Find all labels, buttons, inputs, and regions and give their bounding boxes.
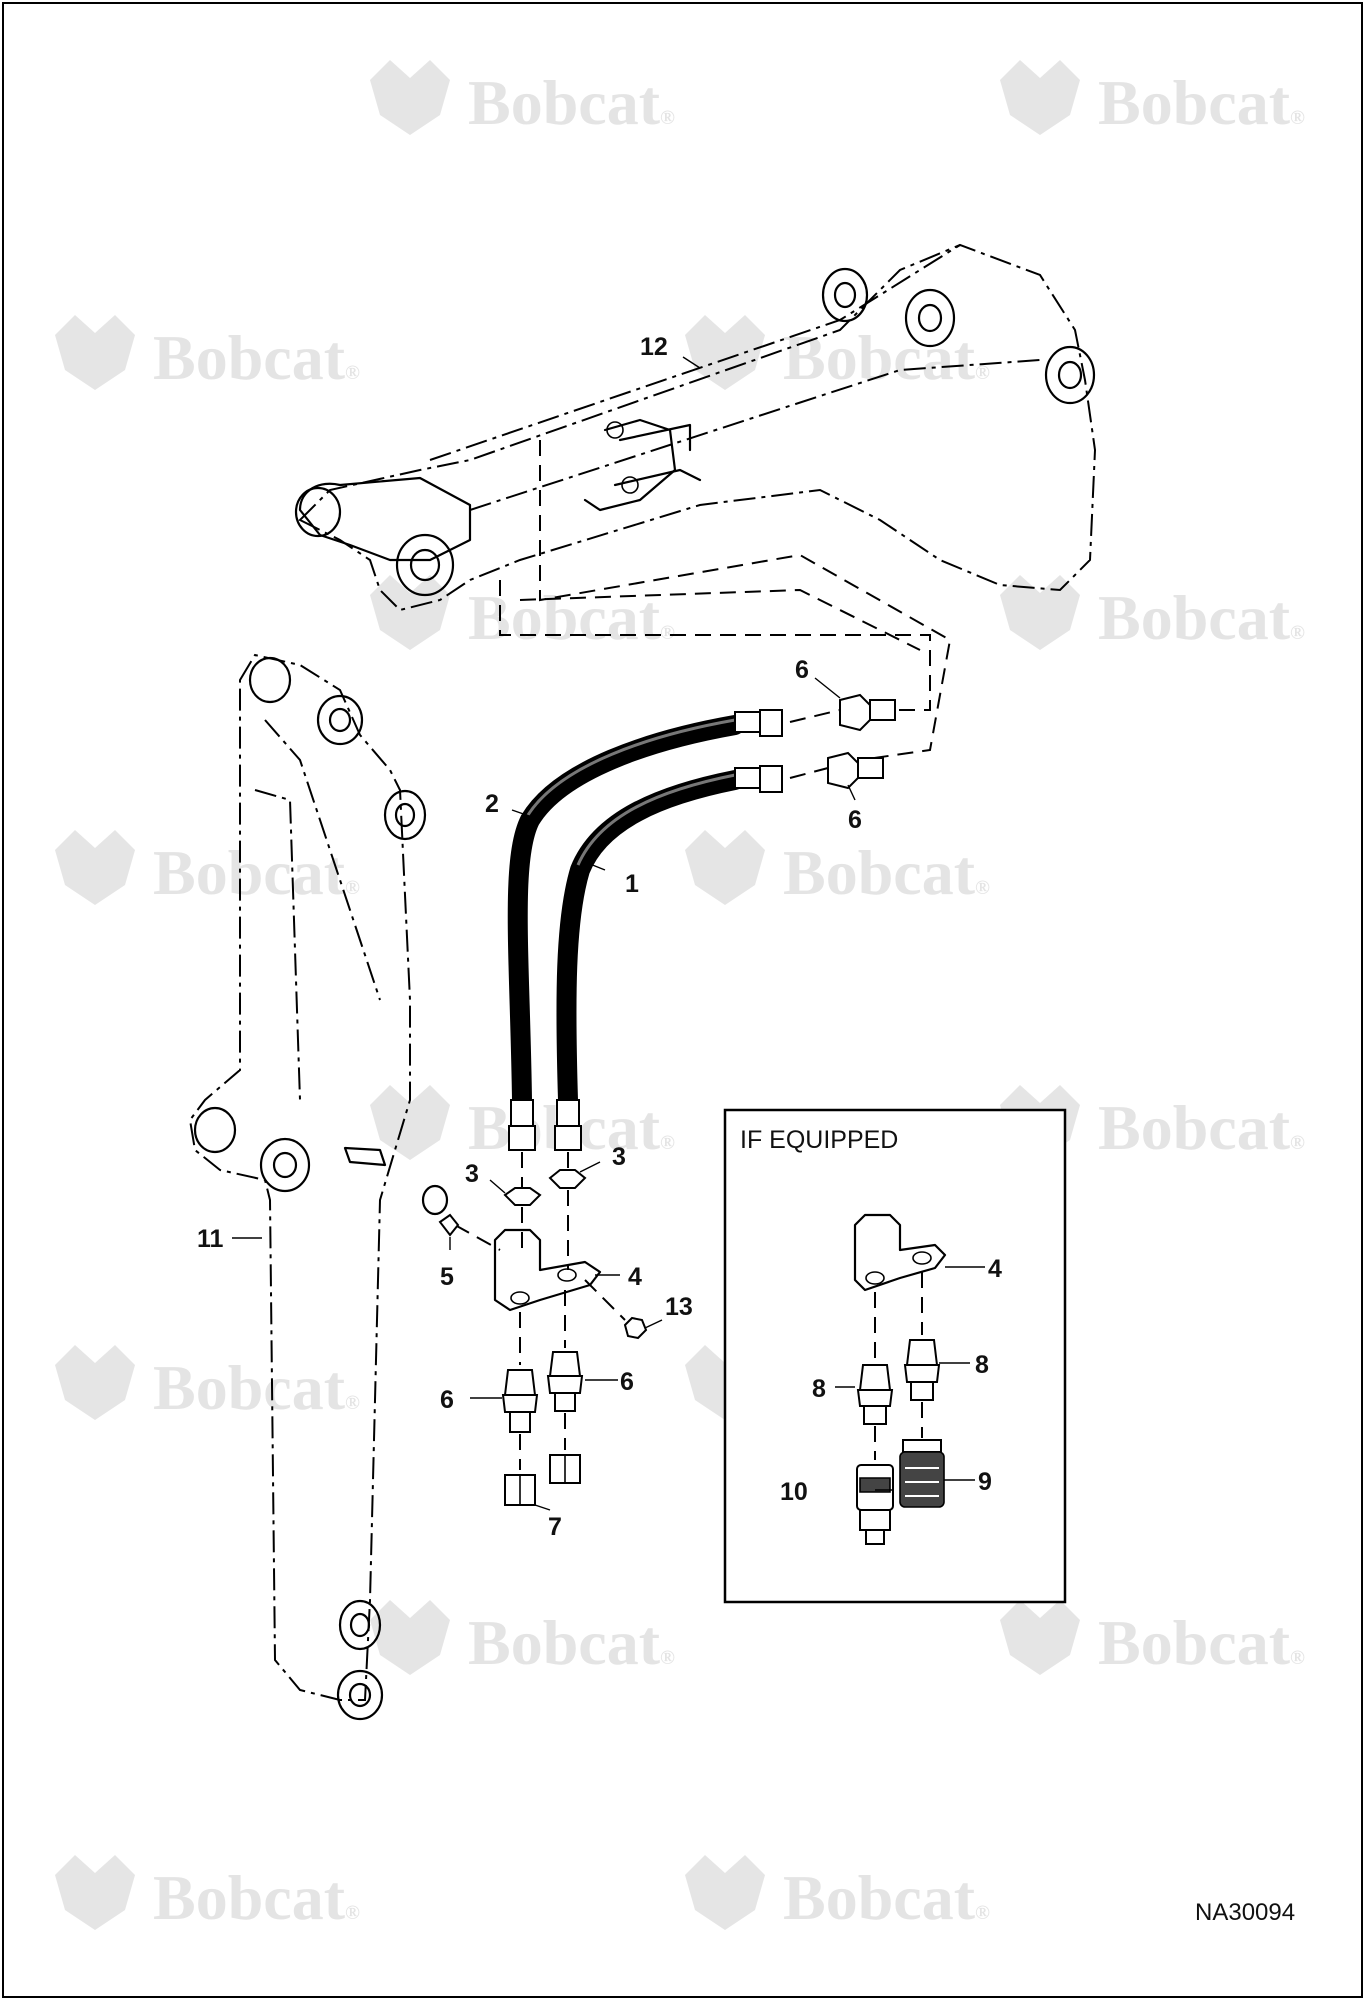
svg-text:Bobcat®: Bobcat®	[1098, 582, 1305, 653]
fitting-part-6-upper	[789, 693, 896, 732]
svg-text:Bobcat®: Bobcat®	[1098, 1092, 1305, 1163]
svg-text:Bobcat®: Bobcat®	[783, 322, 990, 393]
bobcat-logo-icon	[370, 1600, 450, 1675]
bobcat-watermark: Bobcat®	[55, 1345, 360, 1423]
bobcat-logo-icon	[55, 830, 135, 905]
adapter-part-8-left	[856, 1364, 894, 1425]
leader-lines	[232, 356, 985, 1511]
callout-6-left: 6	[440, 1386, 454, 1414]
inset-callout-10: 10	[780, 1478, 808, 1506]
boom-part-11	[188, 653, 449, 1721]
callout-3-left: 3	[465, 1160, 479, 1188]
bracket-part-4	[493, 1190, 602, 1312]
bobcat-watermark-grid: Bobcat® Bobcat® Bobcat® Bobcat® Bobcat® …	[55, 60, 1305, 1933]
bobcat-watermark: Bobcat®	[685, 830, 990, 908]
bobcat-logo-icon	[685, 1855, 765, 1930]
callout-2: 2	[485, 790, 499, 818]
svg-text:Bobcat®: Bobcat®	[1098, 1607, 1305, 1678]
nut-part-13	[584, 1279, 648, 1340]
callout-12: 12	[640, 333, 668, 361]
bobcat-logo-icon	[55, 315, 135, 390]
bobcat-watermark: Bobcat®	[685, 1855, 990, 1933]
routing-lines	[499, 440, 952, 761]
inset-callout-4: 4	[988, 1255, 1002, 1283]
hose-end-fitting	[556, 1099, 580, 1127]
inset-bracket-part-4	[853, 1213, 947, 1292]
nut-part-3-left	[503, 1152, 542, 1206]
callout-7: 7	[548, 1513, 562, 1541]
callout-1: 1	[625, 870, 639, 898]
callout-6-mid: 6	[848, 806, 862, 834]
bobcat-logo-icon	[370, 60, 450, 135]
coupler-part-10	[856, 1464, 894, 1545]
bobcat-watermark: Bobcat®	[370, 1600, 675, 1678]
hose-part-1	[554, 765, 783, 1151]
svg-text:Bobcat®: Bobcat®	[153, 1862, 360, 1933]
hose-part-2	[507, 709, 783, 1151]
callout-11: 11	[197, 1225, 224, 1253]
fitting-part-6-lower-left	[501, 1312, 539, 1433]
svg-text:Bobcat®: Bobcat®	[783, 1862, 990, 1933]
callout-5: 5	[440, 1263, 454, 1291]
bolt-part-5	[438, 1213, 501, 1251]
bobcat-logo-icon	[370, 575, 450, 650]
bobcat-watermark: Bobcat®	[55, 830, 360, 908]
fitting-part-6-lower	[789, 751, 884, 790]
hose-nut	[759, 765, 783, 793]
adapter-part-8-right	[903, 1339, 941, 1401]
bobcat-logo-icon	[1000, 575, 1080, 650]
hose-nut	[759, 709, 783, 737]
bobcat-watermark: Bobcat®	[1000, 575, 1305, 653]
callout-4: 4	[628, 1263, 642, 1291]
cap-part-7-left	[504, 1434, 536, 1506]
bobcat-logo-icon	[1000, 60, 1080, 135]
inset-frame	[723, 1108, 1067, 1604]
callout-13: 13	[665, 1293, 693, 1321]
fitting-part-6-lower-right	[546, 1290, 584, 1412]
svg-text:Bobcat®: Bobcat®	[468, 67, 675, 138]
callout-6-right: 6	[620, 1368, 634, 1396]
inset-title: IF EQUIPPED	[740, 1126, 898, 1154]
svg-text:Bobcat®: Bobcat®	[153, 322, 360, 393]
if-equipped-inset: IF EQUIPPED	[723, 1108, 1067, 1604]
bobcat-logo-icon	[685, 830, 765, 905]
bobcat-watermark: Bobcat®	[370, 575, 675, 653]
hose-end-fitting	[734, 711, 764, 733]
hose-end-fitting	[734, 767, 764, 789]
bobcat-watermark: Bobcat®	[1000, 1600, 1305, 1678]
bobcat-logo-icon	[685, 315, 765, 390]
svg-text:Bobcat®: Bobcat®	[783, 837, 990, 908]
cap-part-7-right	[549, 1413, 581, 1484]
bobcat-watermark: Bobcat®	[685, 315, 990, 393]
bobcat-watermark: Bobcat®	[1000, 60, 1305, 138]
inset-callout-8-left: 8	[812, 1375, 826, 1403]
svg-text:Bobcat®: Bobcat®	[153, 837, 360, 908]
coupler-part-9	[899, 1439, 945, 1508]
hose-nut	[554, 1125, 582, 1151]
bobcat-logo-icon	[55, 1345, 135, 1420]
inset-callout-9: 9	[978, 1468, 992, 1496]
callout-3-right: 3	[612, 1143, 626, 1171]
nut-part-3-right	[548, 1152, 587, 1189]
arm-part-12	[294, 243, 1097, 612]
bobcat-logo-icon	[1000, 1600, 1080, 1675]
bobcat-watermark: Bobcat®	[55, 315, 360, 393]
callout-labels: 12 2 1 6 6 3 3 4 13 5 6 6 7 11 4 8 8 9 1…	[197, 333, 1002, 1541]
bobcat-watermark: Bobcat®	[370, 60, 675, 138]
bobcat-logo-icon	[55, 1855, 135, 1930]
svg-text:Bobcat®: Bobcat®	[153, 1352, 360, 1423]
inset-callout-8-right: 8	[975, 1351, 989, 1379]
figure-id: NA30094	[1195, 1899, 1295, 1926]
callout-6-top: 6	[795, 656, 809, 684]
svg-text:Bobcat®: Bobcat®	[468, 1607, 675, 1678]
bobcat-watermark: Bobcat®	[55, 1855, 360, 1933]
svg-text:Bobcat®: Bobcat®	[1098, 67, 1305, 138]
hose-nut	[508, 1125, 536, 1151]
bobcat-logo-icon	[370, 1085, 450, 1160]
hose-end-fitting	[510, 1099, 534, 1127]
